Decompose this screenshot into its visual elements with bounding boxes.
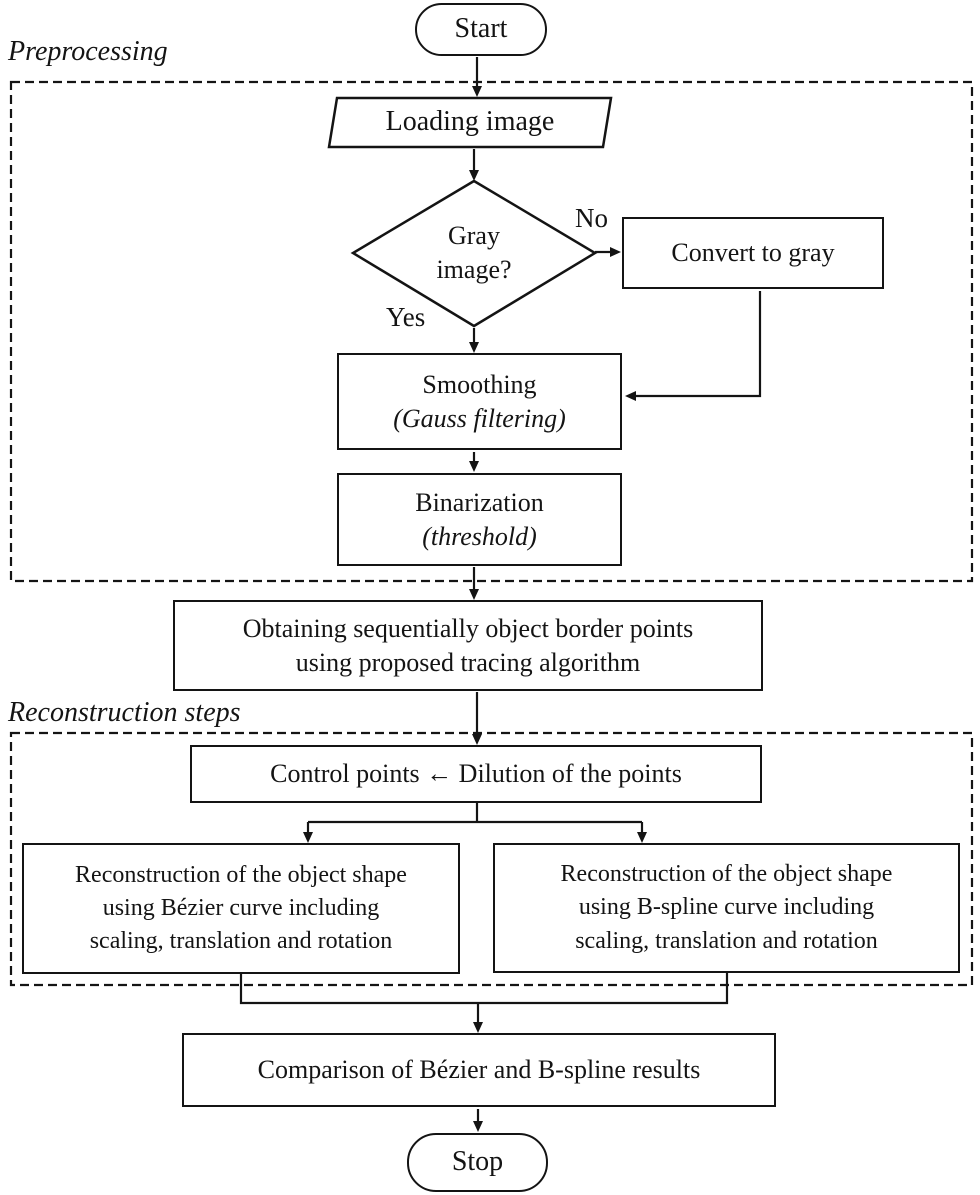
control-points-label: Control points ← Dilution of the points bbox=[270, 759, 682, 789]
bspline-reconstruction-node: Reconstruction of the object shape using… bbox=[493, 843, 960, 973]
gray-image-decision-node: Gray image? bbox=[354, 196, 594, 310]
merge-line bbox=[239, 973, 729, 1005]
gray-image-diamond bbox=[350, 179, 598, 328]
branch-label-yes: Yes bbox=[386, 302, 426, 332]
connectors bbox=[239, 57, 762, 1132]
start-node: Start bbox=[415, 3, 547, 56]
gray-image-decision-line2: image? bbox=[436, 255, 512, 284]
tracing-line1: Obtaining sequentially object border poi… bbox=[242, 613, 694, 643]
smoothing-line1: Smoothing bbox=[422, 369, 537, 399]
gray-image-decision-line1: Gray bbox=[448, 221, 500, 251]
smoothing-node: Smoothing (Gauss filtering) bbox=[337, 353, 622, 450]
comparison-node: Comparison of Bézier and B-spline result… bbox=[182, 1033, 776, 1107]
comparison-label: Comparison of Bézier and B-spline result… bbox=[257, 1055, 701, 1085]
tracing-node: Obtaining sequentially object border poi… bbox=[173, 600, 763, 691]
elbow-convert-to-smoothing bbox=[625, 291, 762, 401]
binarization-line2: (threshold) bbox=[422, 521, 537, 551]
binarization-line1: Binarization bbox=[415, 487, 544, 517]
loading-image-label: Loading image bbox=[385, 106, 555, 138]
bezier-line2: using Bézier curve including bbox=[102, 894, 380, 921]
binarization-node: Binarization (threshold) bbox=[337, 473, 622, 566]
bezier-reconstruction-node: Reconstruction of the object shape using… bbox=[22, 843, 460, 974]
start-node-label: Start bbox=[454, 13, 508, 45]
bezier-line1: Reconstruction of the object shape bbox=[75, 861, 407, 888]
bspline-line2: using B-spline curve including bbox=[578, 894, 875, 921]
split-line bbox=[308, 803, 642, 824]
loading-image-node: Loading image bbox=[330, 98, 610, 147]
stop-node: Stop bbox=[407, 1133, 548, 1192]
preprocessing-region-border bbox=[9, 80, 974, 583]
bspline-line1: Reconstruction of the object shape bbox=[560, 861, 893, 888]
reconstruction-region-border bbox=[9, 731, 974, 987]
loading-image-parallelogram bbox=[327, 96, 613, 149]
control-points-node: Control points ← Dilution of the points bbox=[190, 745, 762, 803]
reconstruction-region-label: Reconstruction steps bbox=[8, 697, 241, 728]
bspline-line3: scaling, translation and rotation bbox=[575, 927, 878, 954]
branch-label-no: No bbox=[575, 203, 608, 233]
convert-to-gray-label: Convert to gray bbox=[671, 238, 835, 268]
preprocessing-region-label: Preprocessing bbox=[8, 36, 168, 67]
smoothing-line2: (Gauss filtering) bbox=[393, 403, 566, 433]
tracing-line2: using proposed tracing algorithm bbox=[295, 647, 641, 677]
convert-to-gray-node: Convert to gray bbox=[622, 217, 884, 289]
bezier-line3: scaling, translation and rotation bbox=[89, 928, 393, 955]
stop-node-label: Stop bbox=[451, 1146, 504, 1178]
